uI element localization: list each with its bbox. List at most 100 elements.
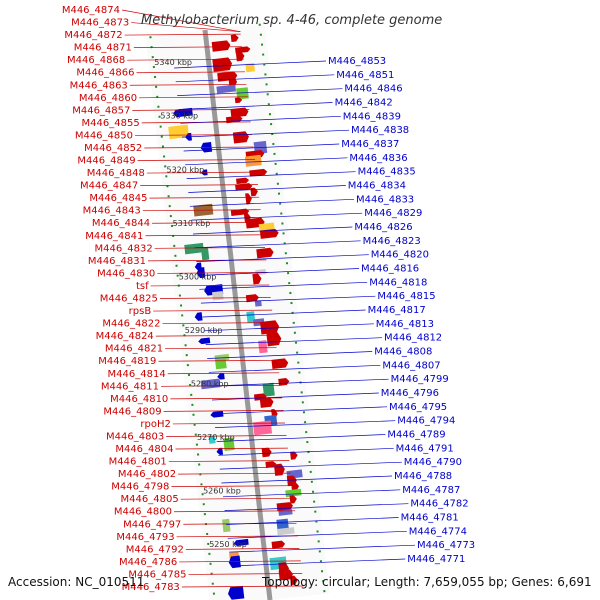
gene-label-forward[interactable]: M446_4835 xyxy=(358,167,416,178)
gene-label-reverse[interactable]: M446_4830 xyxy=(97,268,155,279)
gene-label-forward[interactable]: M446_4842 xyxy=(335,98,393,109)
gene-label-forward[interactable]: M446_4823 xyxy=(363,236,421,247)
gene-label-reverse[interactable]: M446_4845 xyxy=(89,193,147,204)
gene-label-reverse[interactable]: M446_4822 xyxy=(102,319,160,330)
gene-label-reverse[interactable]: M446_4819 xyxy=(98,356,156,367)
gene-label-reverse[interactable]: M446_4843 xyxy=(83,206,141,217)
gene-label-reverse[interactable]: M446_4850 xyxy=(75,130,133,141)
gene-label-forward[interactable]: M446_4773 xyxy=(417,540,475,551)
gene-label-reverse[interactable]: M446_4803 xyxy=(106,431,164,442)
gene-label-reverse[interactable]: M446_4871 xyxy=(74,43,132,54)
gene-label-forward[interactable]: M446_4774 xyxy=(409,526,467,537)
gene-label-forward[interactable]: M446_4851 xyxy=(336,70,394,81)
scale-kbp-label: 5340 kbp xyxy=(154,58,192,67)
gene-label-forward[interactable]: M446_4816 xyxy=(361,264,419,275)
gene-label-forward[interactable]: M446_4826 xyxy=(354,222,412,233)
gene-label-forward[interactable]: M446_4812 xyxy=(384,333,442,344)
right-label-connector xyxy=(175,74,335,83)
gene-label-reverse[interactable]: M446_4824 xyxy=(96,331,154,342)
gene-label-forward[interactable]: M446_4853 xyxy=(328,56,386,67)
gene-label-reverse[interactable]: M446_4821 xyxy=(105,344,163,355)
gene-label-reverse[interactable]: M446_4802 xyxy=(118,469,176,480)
gene-label-reverse[interactable]: M446_4841 xyxy=(85,231,143,242)
gene-label-reverse[interactable]: M446_4863 xyxy=(70,80,128,91)
gene-label-reverse[interactable]: M446_4847 xyxy=(80,181,138,192)
gene-label-forward[interactable]: M446_4838 xyxy=(351,125,409,136)
gene-label-forward[interactable]: M446_4829 xyxy=(364,208,422,219)
gene-label-reverse[interactable]: M446_4855 xyxy=(82,118,140,129)
gene-label-forward[interactable]: M446_4789 xyxy=(387,430,445,441)
gene-label-reverse[interactable]: M446_4804 xyxy=(115,444,173,455)
scale-kbp-label: 5310 kbp xyxy=(173,219,211,228)
gene-label-reverse[interactable]: M446_4783 xyxy=(122,582,180,593)
gene-label-reverse[interactable]: M446_4831 xyxy=(88,256,146,267)
gene-label-forward[interactable]: M446_4834 xyxy=(348,181,406,192)
gene-label-reverse[interactable]: M446_4848 xyxy=(87,168,145,179)
gene-label-forward[interactable]: M446_4790 xyxy=(404,457,462,468)
gene-label-forward[interactable]: M446_4818 xyxy=(369,277,427,288)
gene-label-forward[interactable]: M446_4820 xyxy=(371,250,429,261)
gene-label-forward[interactable]: M446_4795 xyxy=(389,402,447,413)
gene-label-forward[interactable]: M446_4799 xyxy=(391,374,449,385)
gene-label-reverse[interactable]: M446_4810 xyxy=(110,394,168,405)
gene-label-forward[interactable]: M446_4808 xyxy=(374,347,432,358)
scale-kbp-label: 5270 kbp xyxy=(197,433,235,442)
gene-label-forward[interactable]: M446_4781 xyxy=(401,513,459,524)
gene-label-forward[interactable]: M446_4796 xyxy=(381,388,439,399)
gene-label-reverse[interactable]: M446_4797 xyxy=(123,519,181,530)
gene-label-forward[interactable]: M446_4791 xyxy=(396,443,454,454)
gene-label-forward[interactable]: M446_4837 xyxy=(341,139,399,150)
gene-label-reverse[interactable]: M446_4866 xyxy=(76,68,134,79)
right-label-connector xyxy=(178,102,333,110)
gene-label-reverse[interactable]: M446_4800 xyxy=(114,507,172,518)
right-label-connector xyxy=(200,295,376,304)
gene-label-forward[interactable]: M446_4787 xyxy=(402,485,460,496)
reverse-gene-feature xyxy=(256,247,274,259)
gene-label-reverse[interactable]: M446_4872 xyxy=(64,30,122,41)
reverse-gene-feature xyxy=(245,62,255,73)
right-label-connector xyxy=(227,530,407,539)
gene-label-forward[interactable]: M446_4794 xyxy=(397,416,455,427)
gene-label-reverse[interactable]: M446_4793 xyxy=(116,532,174,543)
gene-label-reverse[interactable]: M446_4811 xyxy=(101,381,159,392)
gene-label-reverse[interactable]: M446_4874 xyxy=(62,5,120,16)
gene-label-forward[interactable]: M446_4836 xyxy=(349,153,407,164)
gene-label-reverse[interactable]: M446_4786 xyxy=(119,557,177,568)
right-label-connector xyxy=(204,323,374,332)
gene-label-reverse[interactable]: tsf xyxy=(136,281,149,292)
left-label-connector xyxy=(129,83,247,86)
gene-label-reverse[interactable]: M446_4849 xyxy=(77,156,135,167)
gene-label-reverse[interactable]: M446_4860 xyxy=(79,93,137,104)
gene-label-reverse[interactable]: M446_4832 xyxy=(95,243,153,254)
gene-label-reverse[interactable]: M446_4873 xyxy=(71,18,129,29)
gene-label-forward[interactable]: M446_4839 xyxy=(343,111,401,122)
gene-label-forward[interactable]: M446_4817 xyxy=(368,305,426,316)
forward-gene-feature xyxy=(168,124,190,140)
gene-label-reverse[interactable]: M446_4814 xyxy=(108,369,166,380)
gene-label-forward[interactable]: M446_4846 xyxy=(344,84,402,95)
gene-label-forward[interactable]: M446_4782 xyxy=(410,499,468,510)
gene-label-reverse[interactable]: M446_4809 xyxy=(103,406,161,417)
gene-label-reverse[interactable]: M446_4805 xyxy=(121,494,179,505)
gene-label-reverse[interactable]: M446_4801 xyxy=(109,457,167,468)
gene-label-reverse[interactable]: M446_4785 xyxy=(128,569,186,580)
gene-label-reverse[interactable]: M446_4852 xyxy=(84,143,142,154)
gene-label-reverse[interactable]: M446_4857 xyxy=(72,105,130,116)
gene-label-forward[interactable]: M446_4833 xyxy=(356,194,414,205)
gene-label-reverse[interactable]: rpsB xyxy=(129,306,152,317)
gene-label-forward[interactable]: M446_4788 xyxy=(394,471,452,482)
gene-label-forward[interactable]: M446_4813 xyxy=(376,319,434,330)
gene-label-reverse[interactable]: M446_4868 xyxy=(67,55,125,66)
gene-label-forward[interactable]: M446_4807 xyxy=(382,360,440,371)
gene-label-reverse[interactable]: M446_4792 xyxy=(126,544,184,555)
gene-label-reverse[interactable]: rpoH2 xyxy=(140,419,170,430)
forward-gene-feature xyxy=(200,378,221,390)
gene-label-reverse[interactable]: M446_4798 xyxy=(111,482,169,493)
gene-label-forward[interactable]: M446_4771 xyxy=(407,554,465,565)
gene-labels-layer[interactable]: M446_4874M446_4873M446_4872M446_4871M446… xyxy=(62,5,475,593)
gene-label-forward[interactable]: M446_4815 xyxy=(377,291,435,302)
reverse-gene-feature xyxy=(285,488,302,498)
gene-label-reverse[interactable]: M446_4825 xyxy=(100,294,158,305)
gene-label-reverse[interactable]: M446_4844 xyxy=(92,218,150,229)
